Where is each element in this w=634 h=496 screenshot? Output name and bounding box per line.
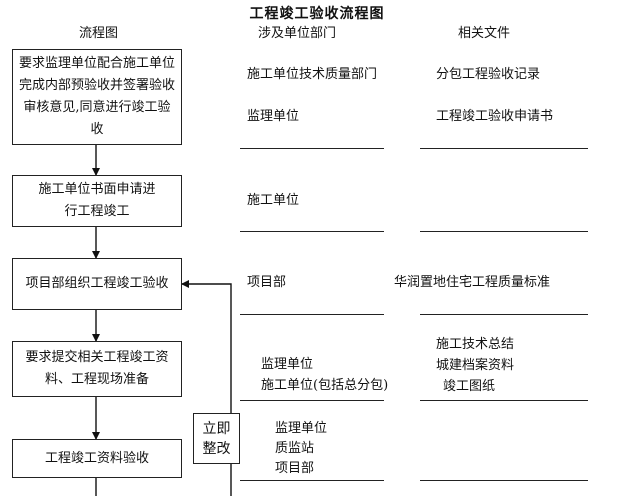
dept-construction: 施工单位 <box>247 193 300 208</box>
doc-application-letter: 工程竣工验收申请书 <box>436 109 554 124</box>
dept-divider-5 <box>240 480 384 481</box>
doc-archive: 城建档案资料 <box>436 358 515 373</box>
doc-divider-3 <box>420 314 588 315</box>
dept-supervision-3: 监理单位 <box>275 421 328 436</box>
step-submit-documents: 要求提交相关工程竣工资料、工程现场准备 <box>12 341 182 397</box>
arrow-rework-loop <box>181 280 232 496</box>
doc-divider-5 <box>420 480 588 481</box>
doc-divider-1 <box>420 148 588 149</box>
doc-divider-2 <box>420 231 588 232</box>
dept-divider-2 <box>240 231 384 232</box>
step-internal-pre-acceptance: 要求监理单位配合施工单位完成内部预验收并签署验收审核意见,同意进行竣工验收 <box>12 49 182 145</box>
dept-project-2: 项目部 <box>275 461 315 476</box>
doc-divider-4 <box>420 400 588 401</box>
doc-subcontract-record: 分包工程验收记录 <box>436 67 541 82</box>
step-written-application: 施工单位书面申请进行工程竣工 <box>12 175 182 227</box>
dept-divider-1 <box>240 148 384 149</box>
step-document-acceptance: 工程竣工资料验收 <box>12 439 182 478</box>
dept-project: 项目部 <box>247 275 287 290</box>
dept-tech-quality: 施工单位技术质量部门 <box>247 67 378 82</box>
page-title: 工程竣工验收流程图 <box>249 6 385 22</box>
header-dept: 涉及单位部门 <box>258 26 337 41</box>
doc-tech-summary: 施工技术总结 <box>436 337 515 352</box>
dept-construction-general: 施工单位(包括总分包) <box>261 378 389 393</box>
header-flow: 流程图 <box>79 26 119 41</box>
rework-box: 立即整改 <box>193 413 240 464</box>
step-organize-acceptance: 项目部组织工程竣工验收 <box>12 258 182 310</box>
dept-divider-4 <box>240 400 384 401</box>
dept-divider-3 <box>240 314 384 315</box>
dept-supervision-2: 监理单位 <box>261 357 314 372</box>
doc-as-built-drawings: 竣工图纸 <box>443 379 496 394</box>
dept-supervision: 监理单位 <box>247 109 300 124</box>
dept-quality-station: 质监站 <box>275 441 315 456</box>
header-docs: 相关文件 <box>458 26 511 41</box>
doc-quality-standard: 华润置地住宅工程质量标准 <box>394 275 551 290</box>
